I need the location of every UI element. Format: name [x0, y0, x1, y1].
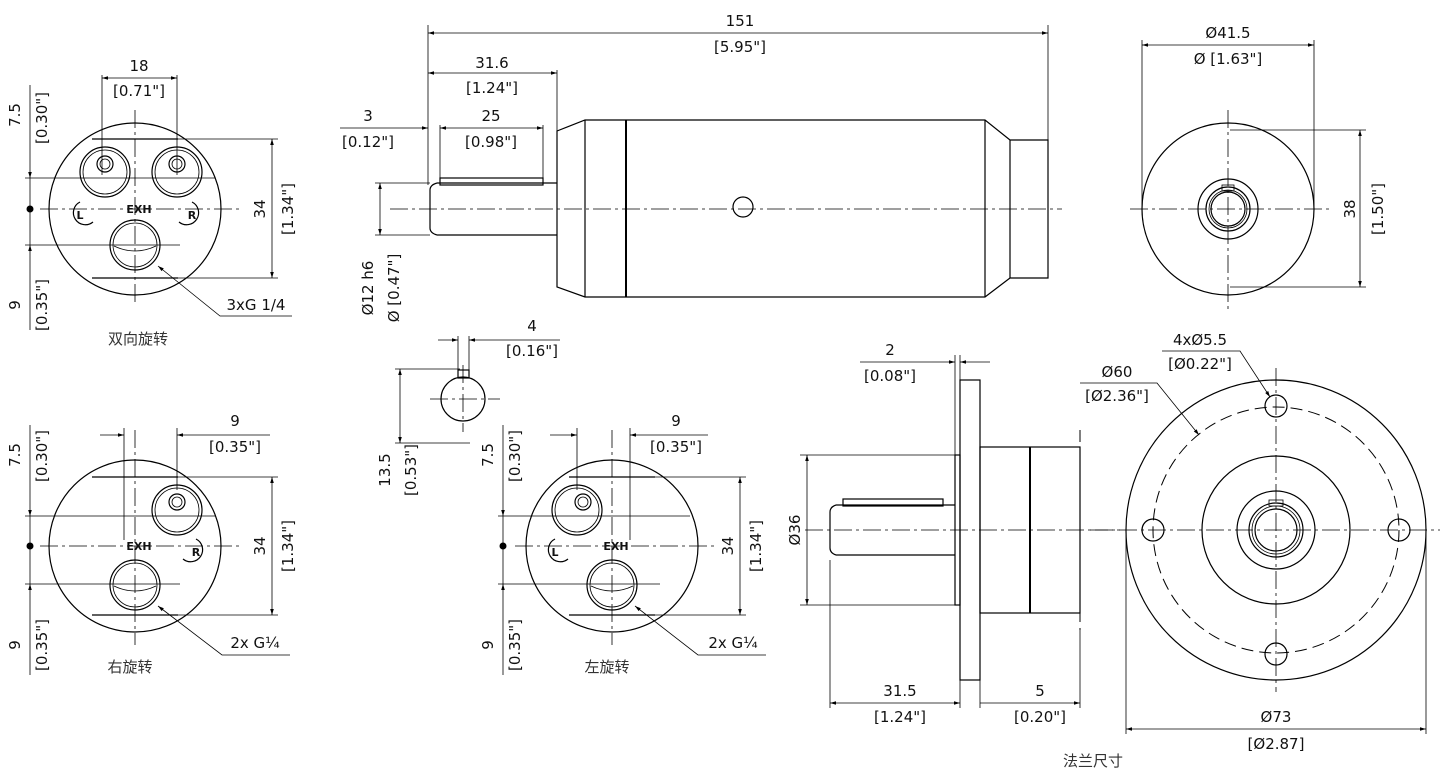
dim-bottom-offset: 9	[6, 640, 24, 650]
dim-offset: 9	[671, 412, 681, 430]
dim-bottom-offset-in: [0.35"]	[506, 619, 524, 671]
left-label: L	[551, 546, 558, 559]
dim-top-offset: 7.5	[479, 443, 497, 467]
dim-shaft-diameter-in: Ø [0.47"]	[385, 254, 403, 323]
dim-pcd-in: [Ø2.36"]	[1085, 387, 1149, 405]
exh-label: EXH	[126, 540, 151, 553]
dim-overall-length-in: [5.95"]	[714, 38, 766, 56]
left-rotation-icon	[547, 538, 569, 563]
ports-label: 2x G¼	[708, 634, 758, 652]
dim-flange-thickness: 2	[885, 341, 895, 359]
dim-flange-thickness-in: [0.08"]	[864, 367, 916, 385]
bidirectional-port-view: EXH L R 18 [0.71"] 7.5 [0.30"] 9 [0.35"]…	[6, 57, 297, 348]
caption-flange: 法兰尺寸	[1063, 752, 1123, 770]
dim-key-width: 4	[527, 317, 537, 335]
dim-shaft-diameter: Ø12 h6	[359, 261, 377, 316]
dim-mounting-holes: 4xØ5.5	[1173, 331, 1227, 349]
dim-key-height: 13.5	[376, 453, 394, 486]
dim-height: 34	[251, 199, 269, 218]
dim-top-offset-in: [0.30"]	[506, 430, 524, 482]
right-rotation-icon	[178, 201, 200, 226]
dim-pilot-diameter: Ø36	[786, 515, 804, 546]
dim-shoulder: 3	[363, 107, 373, 125]
dim-height-in: [1.34"]	[279, 520, 297, 572]
caption-left-rotation: 左旋转	[584, 658, 629, 676]
dim-pcd: Ø60	[1102, 363, 1133, 381]
dim-height-in: [1.34"]	[747, 520, 765, 572]
dim-flange-shaft-length-in: [1.24"]	[874, 708, 926, 726]
flange-side-view: Ø36 2 [0.08"] 31.5 [1.24"] 5 [0.20"] 法兰尺…	[786, 341, 1123, 770]
dim-body-height: 38	[1341, 199, 1359, 218]
right-label: R	[192, 546, 201, 559]
dim-bottom-offset-in: [0.35"]	[33, 279, 51, 331]
left-rotation-icon	[72, 201, 94, 226]
mounting-hole	[1264, 394, 1288, 418]
caption-right-rotation: 右旋转	[107, 658, 152, 676]
exh-label: EXH	[603, 540, 628, 553]
right-label: R	[188, 209, 197, 222]
dim-top-offset-in: [0.30"]	[33, 430, 51, 482]
dim-height-in: [1.34"]	[279, 183, 297, 235]
dim-flange-outer-diameter: Ø73	[1261, 708, 1292, 726]
dim-spigot-in: [0.20"]	[1014, 708, 1066, 726]
dim-body-diameter: Ø41.5	[1205, 24, 1250, 42]
dim-port-spacing-in: [0.71"]	[113, 82, 165, 100]
dim-shoulder-in: [0.12"]	[342, 133, 394, 151]
dim-body-diameter-in: Ø [1.63"]	[1194, 50, 1263, 68]
motor-side-view: 151 [5.95"] 31.6 [1.24"] 3 [0.12"] 25 [0…	[340, 12, 1062, 322]
dim-flange-outer-diameter-in: [Ø2.87]	[1248, 735, 1305, 753]
dim-height: 34	[251, 536, 269, 555]
dim-top-offset: 7.5	[6, 103, 24, 127]
dim-key-length: 25	[481, 107, 500, 125]
dim-overall-length: 151	[726, 12, 755, 30]
motor-end-view: Ø41.5 Ø [1.63"] 38 [1.50"]	[1130, 24, 1387, 310]
ports-label: 2x G¼	[230, 634, 280, 652]
dim-top-offset: 7.5	[6, 443, 24, 467]
dim-offset-in: [0.35"]	[650, 438, 702, 456]
dim-mounting-holes-in: [Ø0.22"]	[1168, 355, 1232, 373]
dim-offset-in: [0.35"]	[209, 438, 261, 456]
flange-front-view: 4xØ5.5 [Ø0.22"] Ø60 [Ø2.36"] Ø73 [Ø2.87]	[1080, 331, 1440, 753]
dim-flange-shaft-length: 31.5	[883, 682, 916, 700]
dim-body-height-in: [1.50"]	[1369, 183, 1387, 235]
dim-spigot: 5	[1035, 682, 1045, 700]
dim-key-length-in: [0.98"]	[465, 133, 517, 151]
right-rotation-icon	[182, 538, 204, 563]
dim-key-width-in: [0.16"]	[506, 342, 558, 360]
dim-bottom-offset: 9	[479, 640, 497, 650]
shaft-key-detail: 4 [0.16"] 13.5 [0.53"]	[376, 317, 560, 496]
dim-bottom-offset-in: [0.35"]	[33, 619, 51, 671]
dim-offset: 9	[230, 412, 240, 430]
dim-shaft-length: 31.6	[475, 54, 508, 72]
caption-bidirectional: 双向旋转	[108, 330, 168, 348]
dim-height: 34	[719, 536, 737, 555]
right-rotation-port-view: EXH R 9 [0.35"] 7.5 [0.30"] 9 [0.35"] 34…	[6, 412, 297, 676]
dim-shaft-length-in: [1.24"]	[466, 79, 518, 97]
dim-bottom-offset: 9	[6, 300, 24, 310]
exh-label: EXH	[126, 203, 151, 216]
left-label: L	[76, 209, 83, 222]
dim-key-height-in: [0.53"]	[402, 444, 420, 496]
ports-label: 3xG 1/4	[227, 296, 286, 314]
dim-top-offset-in: [0.30"]	[33, 92, 51, 144]
dim-port-spacing: 18	[129, 57, 148, 75]
left-rotation-port-view: EXH L 9 [0.35"] 7.5 [0.30"] 9 [0.35"] 34…	[479, 412, 766, 676]
